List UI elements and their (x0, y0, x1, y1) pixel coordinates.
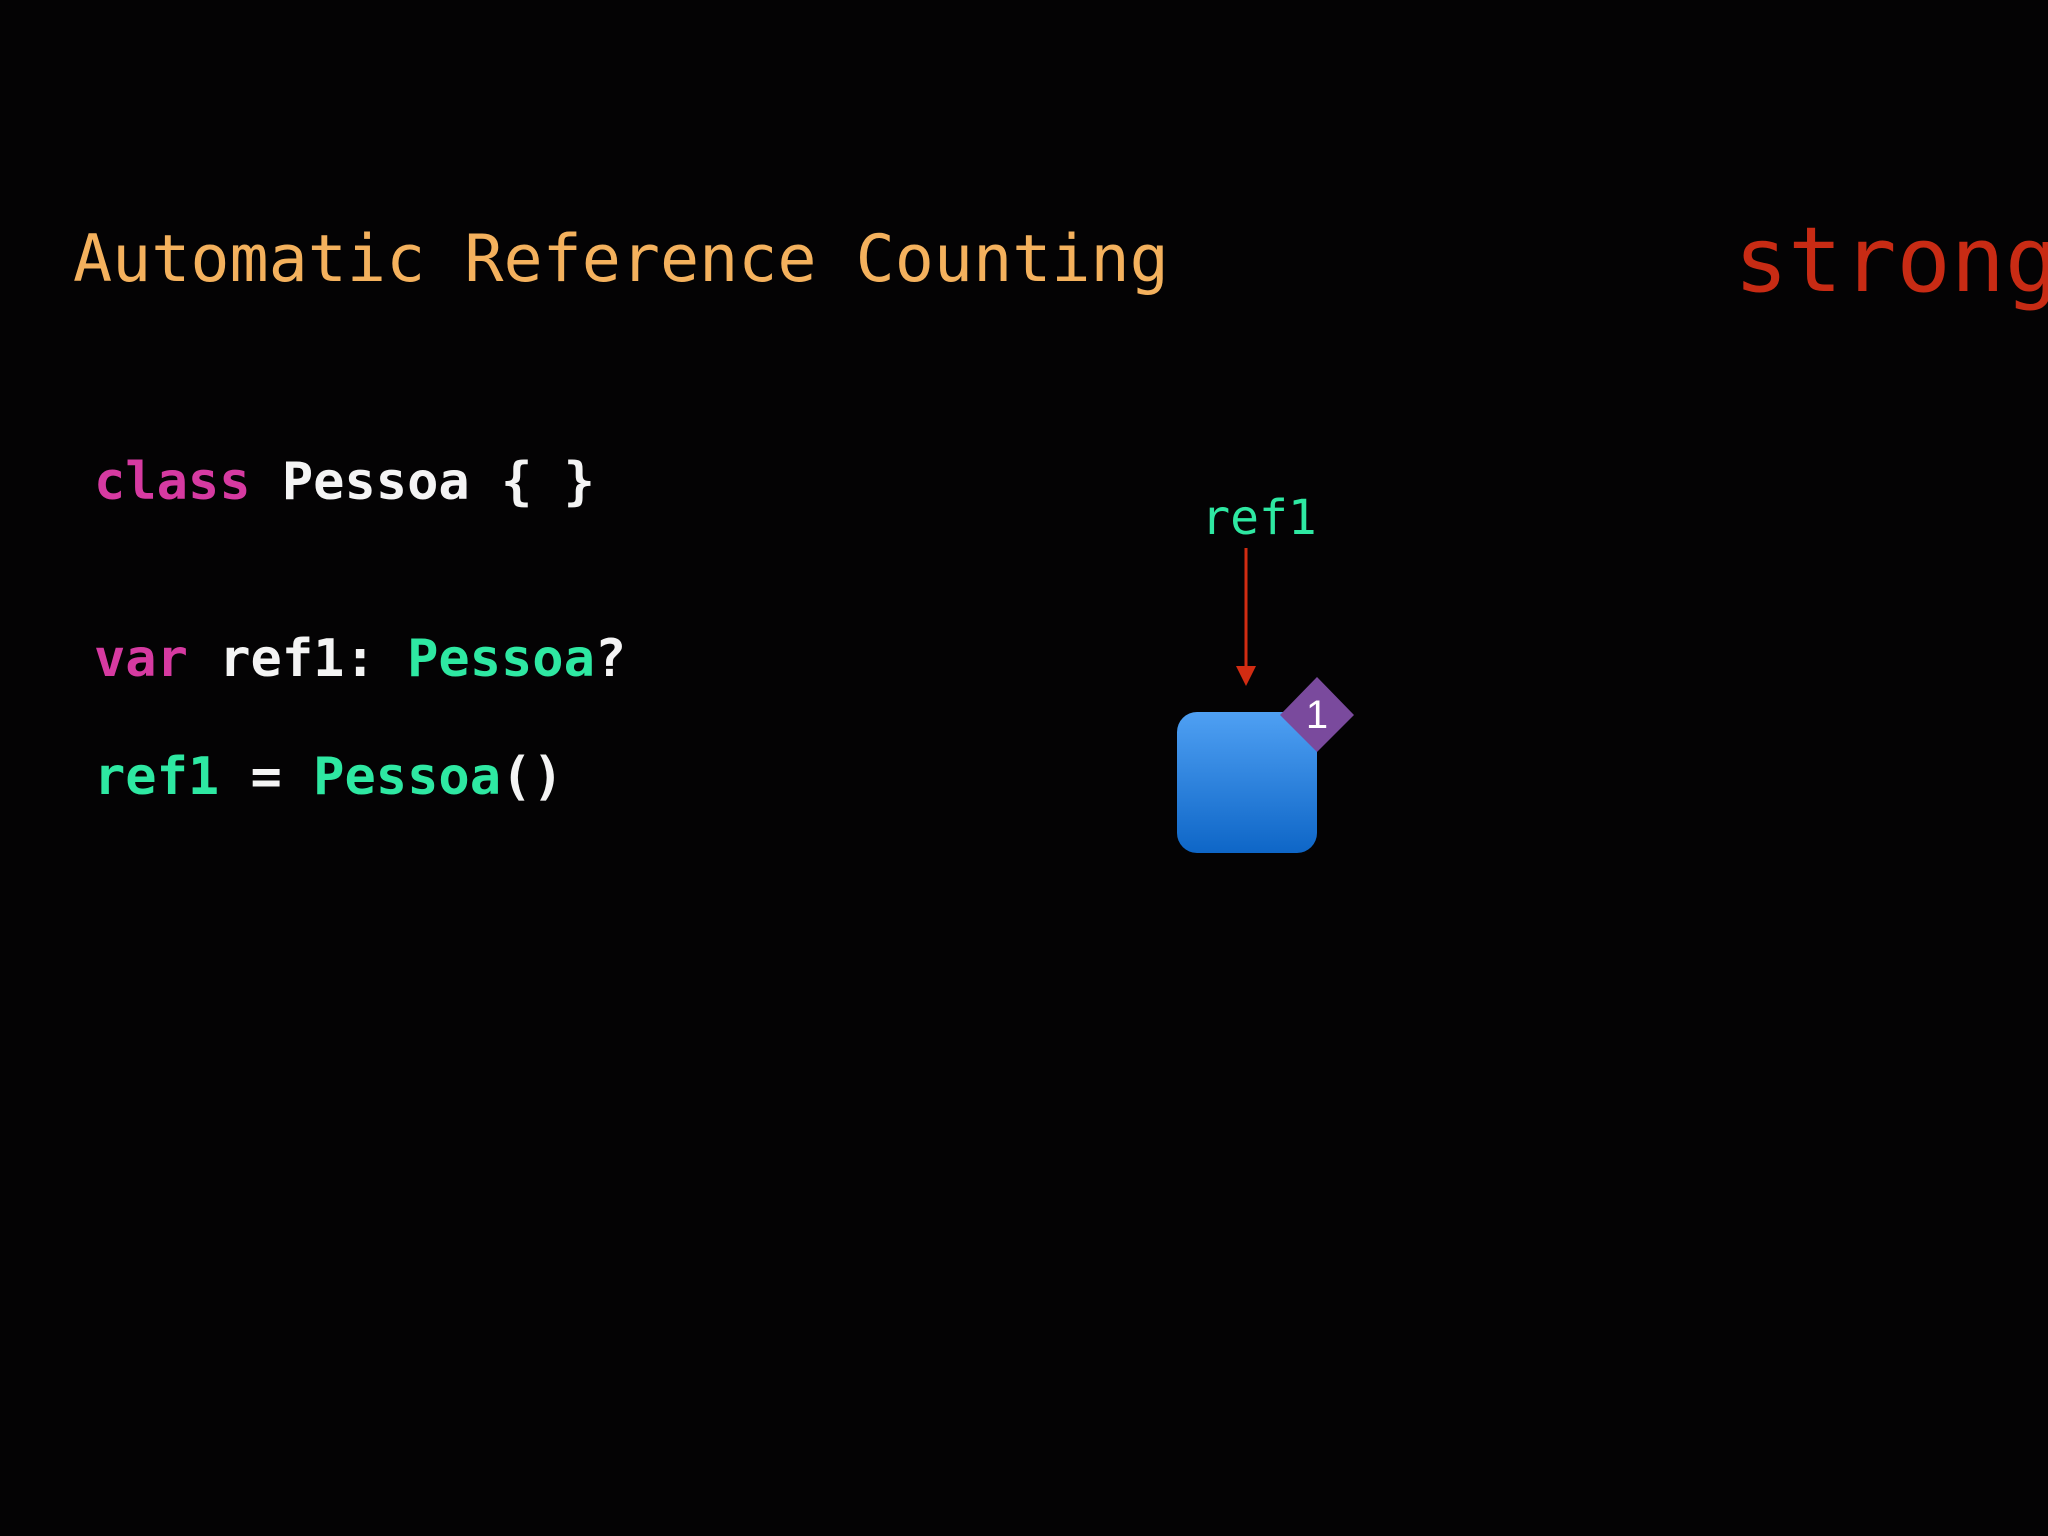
reference-count-badge (1280, 677, 1354, 752)
code-token: = (219, 747, 314, 807)
code-token: ref1: (187, 629, 408, 689)
reference-count: 1 (1305, 693, 1329, 737)
code-token: () (501, 747, 564, 807)
code-line-assignment: ref1 = Pessoa() (94, 744, 564, 810)
code-token: class (94, 452, 251, 512)
code-line-variable-declaration: var ref1: Pessoa? (94, 626, 626, 692)
code-token: Pessoa { } (250, 452, 595, 512)
pessoa-object (1177, 712, 1317, 853)
reference-label: ref1 (1201, 490, 1317, 546)
code-token: ref1 (94, 747, 220, 807)
code-token: Pessoa (313, 747, 501, 807)
slide-title: Automatic Reference Counting (73, 222, 1169, 297)
code-token: Pessoa (407, 629, 595, 689)
code-line-class-declaration: class Pessoa { } (94, 449, 595, 515)
reference-type-keyword: strong (1734, 208, 2048, 313)
reference-arrow-head (1236, 666, 1256, 686)
code-token: var (94, 629, 188, 689)
code-token: ? (594, 629, 627, 689)
